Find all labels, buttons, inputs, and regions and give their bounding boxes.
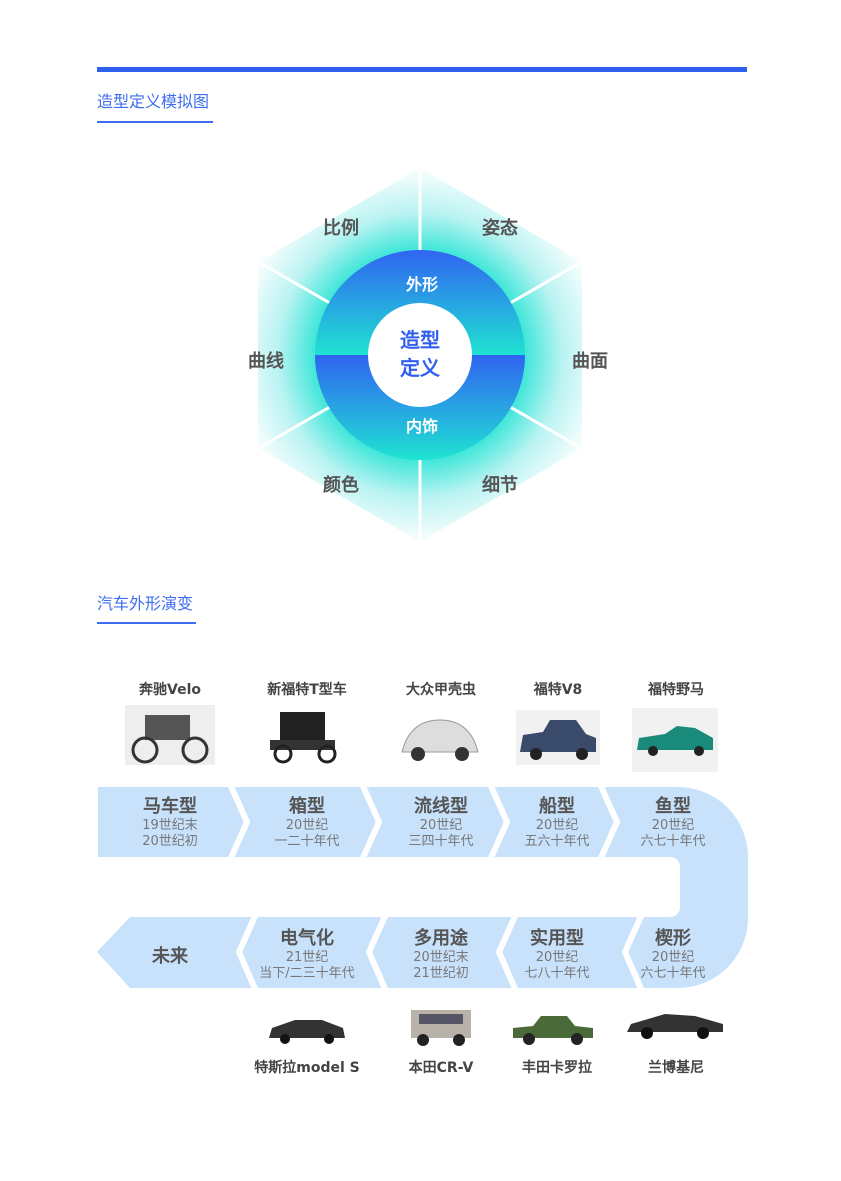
car-name: 新福特T型车 bbox=[267, 682, 347, 698]
timeline-path bbox=[97, 787, 748, 988]
car-image-ford-t bbox=[270, 712, 337, 764]
car-name: 本田CR-V bbox=[408, 1060, 474, 1076]
petal-label: 曲面 bbox=[572, 351, 608, 372]
car-image-tesla bbox=[269, 1020, 345, 1044]
petal-label: 曲线 bbox=[248, 350, 284, 372]
ring-label-exterior: 外形 bbox=[405, 275, 438, 294]
petal-label: 比例 bbox=[323, 217, 359, 239]
car-name: 福特野马 bbox=[648, 682, 704, 698]
modeling-diagram: 造型 定义 外形 内饰 比例 姿态 曲面 细节 颜色 曲线 bbox=[248, 160, 608, 550]
car-name: 兰博基尼 bbox=[648, 1060, 704, 1076]
section-underline bbox=[97, 622, 196, 624]
top-accent-bar bbox=[97, 67, 747, 72]
car-image-ford-v8 bbox=[516, 710, 600, 765]
center-circle bbox=[368, 303, 472, 407]
stage-future: 未来 bbox=[152, 946, 188, 967]
petal-label: 细节 bbox=[482, 474, 518, 496]
car-name: 福特V8 bbox=[533, 682, 583, 698]
section-title-evolution: 汽车外形演变 bbox=[97, 594, 194, 613]
section-title-modeling: 造型定义模拟图 bbox=[97, 92, 210, 111]
car-image-crv bbox=[411, 1010, 471, 1046]
car-image-benz-velo bbox=[125, 705, 215, 765]
petal-label: 颜色 bbox=[323, 474, 359, 496]
car-name: 大众甲壳虫 bbox=[406, 682, 476, 698]
center-label-1: 造型 bbox=[400, 328, 440, 352]
section-underline bbox=[97, 121, 213, 123]
car-image-beetle bbox=[401, 719, 479, 761]
ring-top-exterior bbox=[315, 250, 525, 355]
ring-bottom-interior bbox=[315, 355, 525, 460]
ring-label-interior: 内饰 bbox=[406, 417, 438, 436]
car-image-corolla bbox=[513, 1016, 593, 1045]
car-images bbox=[125, 705, 723, 1046]
petal-label: 姿态 bbox=[482, 217, 518, 239]
car-image-lamborghini bbox=[627, 1014, 723, 1039]
car-name: 丰田卡罗拉 bbox=[522, 1060, 592, 1076]
car-name: 奔驰Velo bbox=[139, 682, 201, 698]
center-label-2: 定义 bbox=[400, 356, 440, 380]
car-name: 特斯拉model S bbox=[254, 1060, 360, 1076]
car-image-mustang bbox=[632, 708, 718, 772]
timeline-separators bbox=[227, 782, 645, 993]
